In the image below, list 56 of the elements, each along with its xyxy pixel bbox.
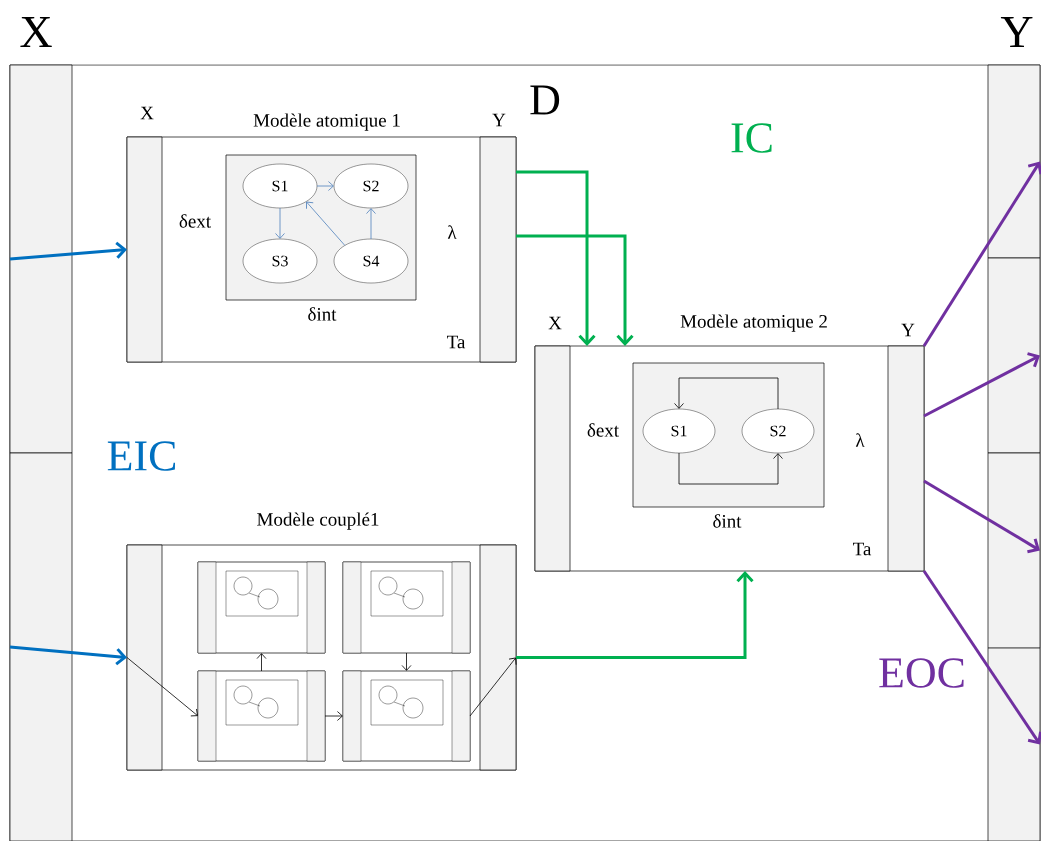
port-cell [9, 64, 73, 454]
port-label: X [548, 316, 562, 330]
port-cell [987, 452, 1041, 649]
function-label: λ [855, 433, 865, 447]
connection-label: EIC [107, 441, 175, 471]
arrow [469, 657, 517, 717]
port-cell [987, 647, 1041, 841]
arrow [678, 452, 783, 485]
function-label: δext [587, 423, 619, 437]
arrow [126, 657, 198, 717]
arrow [922, 570, 1041, 745]
port-cell [987, 257, 1041, 454]
port-label: X [140, 106, 154, 120]
port-label: Y [492, 113, 506, 127]
arrow [9, 241, 127, 261]
function-label: Ta [853, 542, 872, 556]
arrow [922, 161, 1041, 347]
arrow [324, 711, 343, 721]
port-bar [534, 316, 571, 572]
port-bar [887, 323, 925, 572]
model-title: Modèle atomique 1 [253, 113, 400, 131]
submodel-box [342, 670, 471, 762]
port-bar [126, 106, 163, 363]
arrow [923, 352, 1040, 418]
submodel-box [197, 561, 326, 654]
function-label: δint [308, 307, 337, 321]
arrow [366, 208, 376, 240]
frame-label: D [530, 85, 560, 115]
arrow [923, 479, 1040, 554]
arrow [516, 170, 596, 346]
connection-label: EOC [879, 658, 964, 688]
model-title: Modèle atomique 2 [680, 314, 827, 332]
port-bar [479, 113, 517, 363]
port-bar [126, 544, 163, 771]
port-cell [9, 452, 73, 841]
arrow [9, 645, 127, 666]
arrow [401, 652, 412, 671]
function-label: δint [713, 514, 742, 528]
model-title: Modèle couplé1 [257, 512, 379, 530]
submodel-box [342, 561, 471, 654]
arrow [306, 201, 346, 246]
arrow [516, 234, 634, 346]
connection-label: IC [731, 123, 772, 153]
arrow [674, 377, 779, 410]
submodel-box [197, 670, 326, 762]
port-bar [479, 544, 517, 771]
function-label: δext [179, 214, 211, 228]
arrow [516, 571, 754, 659]
port-label: Y [901, 323, 915, 337]
port-heading: X [20, 16, 52, 48]
function-label: λ [447, 225, 457, 239]
arrow [275, 207, 285, 239]
port-cell [987, 64, 1041, 259]
arrow [256, 653, 267, 672]
arrow [316, 181, 334, 191]
function-label: Ta [447, 335, 466, 349]
